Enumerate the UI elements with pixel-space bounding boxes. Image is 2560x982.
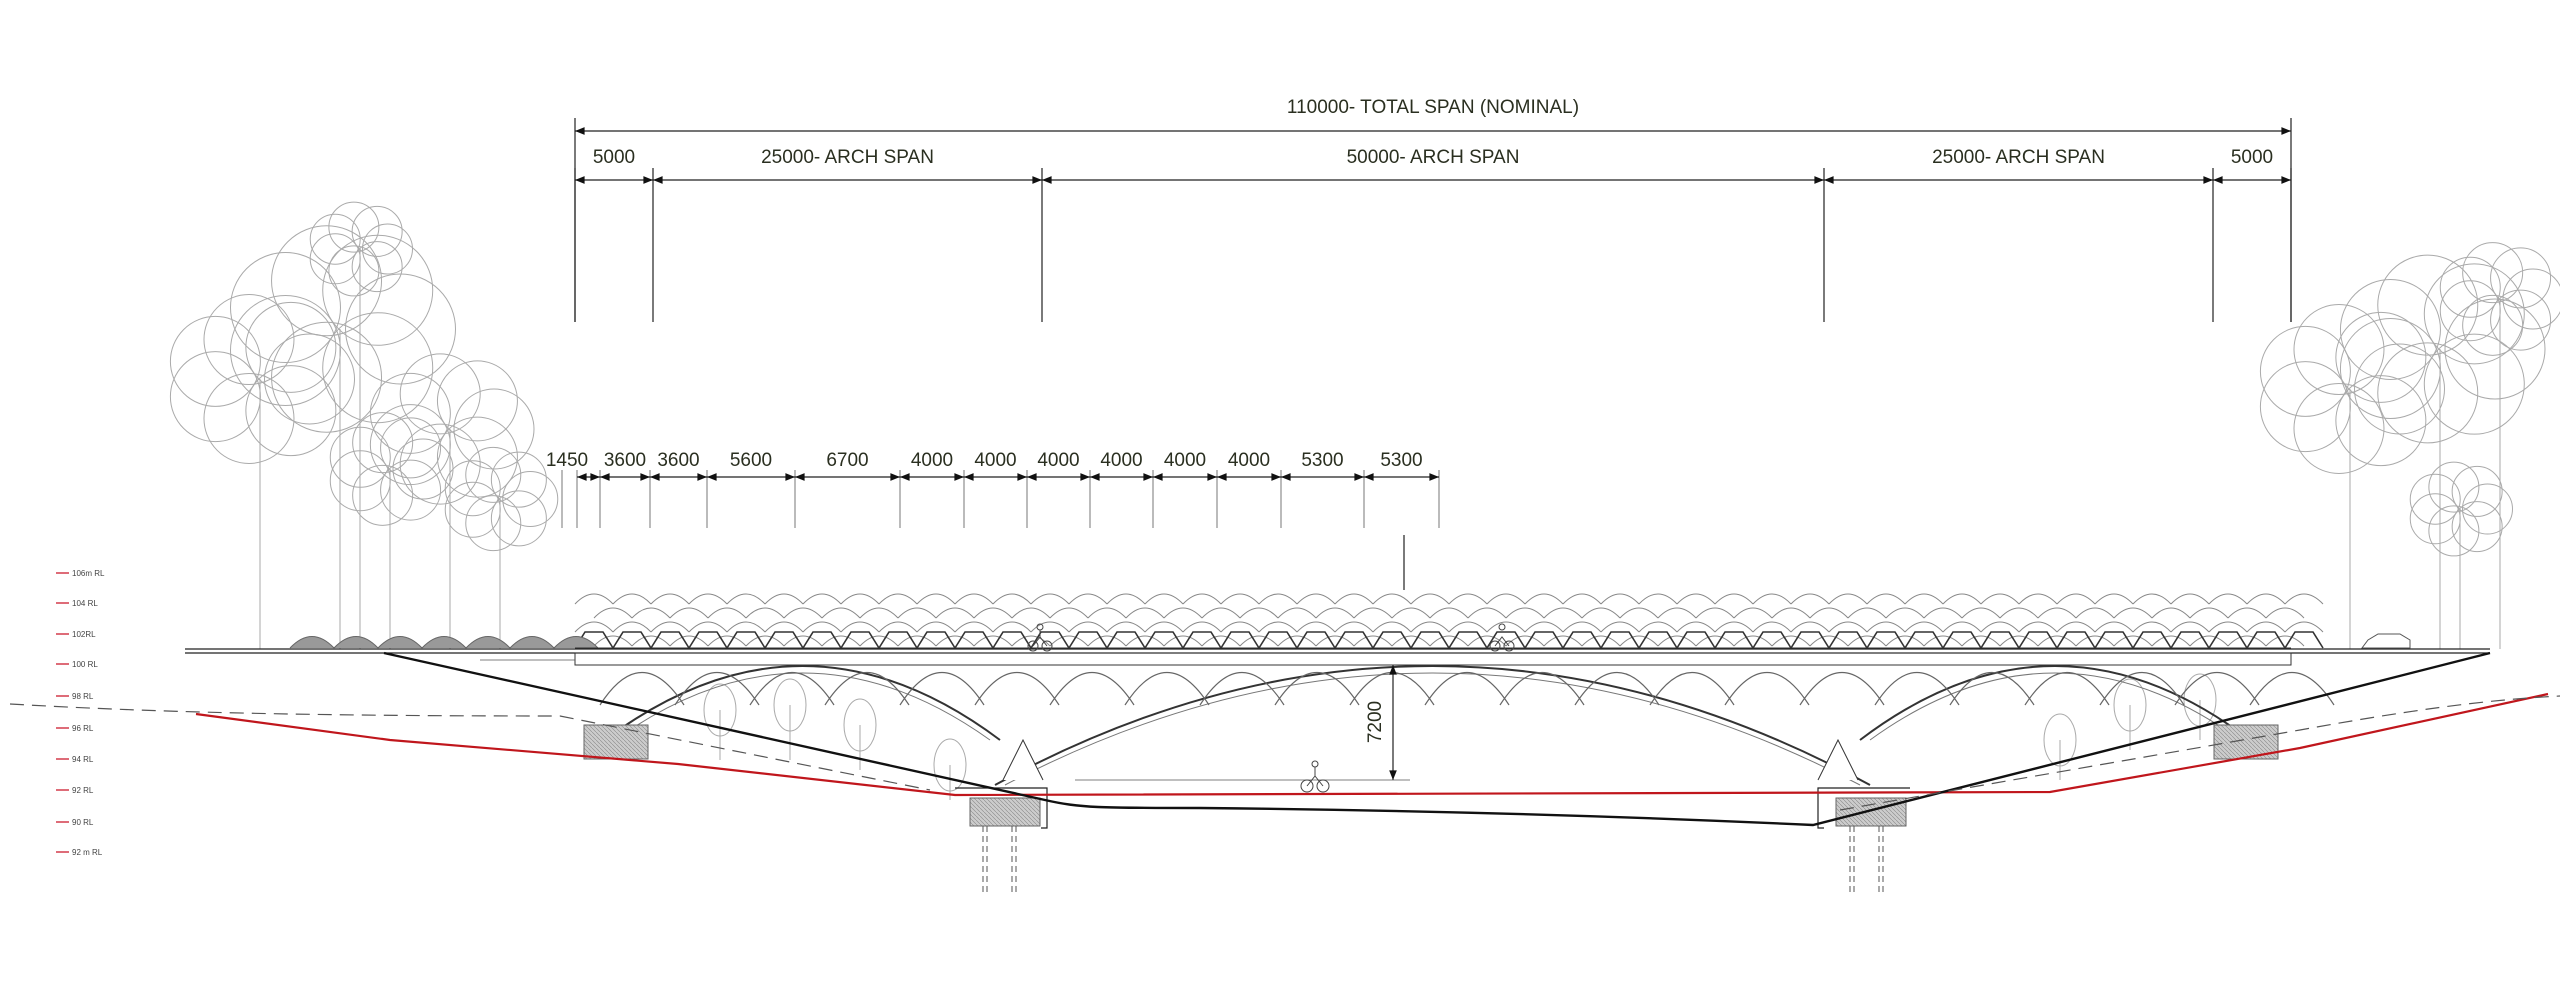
span-dimension-label: 25000- ARCH SPAN xyxy=(1932,147,2105,168)
level-label: 94 RL xyxy=(72,755,94,764)
module-dimension-label: 3600 xyxy=(604,450,646,471)
arch-scallop xyxy=(2174,671,2260,706)
module-dimension-label: 3600 xyxy=(657,450,699,471)
module-dimension-label: 6700 xyxy=(826,450,868,471)
level-label: 104 RL xyxy=(72,599,98,608)
level-label: 102RL xyxy=(72,630,96,639)
module-dimension-label: 4000 xyxy=(1164,450,1206,471)
foundations xyxy=(583,724,2279,893)
arch-scallop xyxy=(899,671,985,706)
scalloped-canopy xyxy=(289,593,2324,649)
tree xyxy=(329,412,454,526)
arch-scallop xyxy=(1724,671,1810,706)
tree xyxy=(2259,304,2445,474)
total-span-dimension: 110000- TOTAL SPAN (NOMINAL) xyxy=(574,97,2292,322)
module-dimension-label: 5300 xyxy=(1301,450,1343,471)
dashed-ground-line xyxy=(9,695,2560,811)
clearance-dimension: 7200 xyxy=(1075,535,1410,781)
arch-scallop xyxy=(1949,671,2035,706)
existing-ground-line xyxy=(383,651,2491,827)
arch-springing xyxy=(1817,738,1859,781)
tree xyxy=(169,294,355,464)
tree xyxy=(369,353,535,505)
level-label: 98 RL xyxy=(72,692,94,701)
arch-scallop xyxy=(1649,671,1735,706)
car-figure xyxy=(2361,633,2411,649)
total-span-label: 110000- TOTAL SPAN (NOMINAL) xyxy=(1287,97,1579,118)
tree xyxy=(309,201,413,297)
arch-springing xyxy=(1002,738,1044,781)
arch-scallop xyxy=(749,671,835,706)
arch-scallop xyxy=(1049,671,1135,706)
level-label: 92 RL xyxy=(72,786,94,795)
tree xyxy=(2409,461,2513,557)
arch-scallop xyxy=(1349,671,1435,706)
deck xyxy=(185,648,2490,666)
module-dimension-label: 1450 xyxy=(546,450,588,471)
module-dimension-label: 5300 xyxy=(1380,450,1422,471)
canopy-scallop-row xyxy=(593,635,2305,647)
arch-scallop xyxy=(674,671,760,706)
level-label: 100 RL xyxy=(72,660,98,669)
canopy-scallop-row xyxy=(574,593,2324,605)
level-label: 106m RL xyxy=(72,569,105,578)
module-dimension-label: 4000 xyxy=(1228,450,1270,471)
module-dimension-label: 4000 xyxy=(974,450,1016,471)
tree xyxy=(843,698,877,752)
arch-scallop xyxy=(2099,671,2185,706)
canopy-scallop-row xyxy=(574,621,2324,633)
span-dimension-label: 5000 xyxy=(2231,147,2273,168)
arch-scallop xyxy=(1874,671,1960,706)
level-markers: 106m RL 104 RL 102RL 100 RL 98 RL 96 RL 94 RL 9… xyxy=(56,569,105,857)
clearance-label: 7200 xyxy=(1365,701,1386,743)
arch-scallop xyxy=(1799,671,1885,706)
module-dimensions: 1450 3600 3600 5600 6700 4000 4000 4000 4000 4000… xyxy=(546,450,1440,528)
tree xyxy=(773,678,807,732)
tree xyxy=(2113,678,2147,732)
span-dimension-label: 50000- ARCH SPAN xyxy=(1347,147,1520,168)
arch-rib xyxy=(994,665,1871,786)
arch-scallop xyxy=(974,671,1060,706)
cyclist-figures xyxy=(1027,623,1515,793)
level-label: 96 RL xyxy=(72,724,94,733)
arch-scallop xyxy=(2249,671,2335,706)
arch-scallop xyxy=(824,671,910,706)
tree xyxy=(2339,254,2546,444)
module-dimension-label: 4000 xyxy=(1037,450,1079,471)
span-dimension-label: 5000 xyxy=(593,147,635,168)
level-label: 92 m RL xyxy=(72,848,103,857)
arch-scallop xyxy=(1499,671,1585,706)
tree xyxy=(703,683,737,737)
arch-scallop xyxy=(1274,671,1360,706)
module-dimension-label: 4000 xyxy=(911,450,953,471)
canopy-support-row xyxy=(574,631,2324,649)
tree xyxy=(2043,713,2077,767)
flood-level-line xyxy=(195,692,2549,797)
tree xyxy=(933,738,967,792)
module-dimension-label: 4000 xyxy=(1100,450,1142,471)
arch-rib xyxy=(1859,665,2251,741)
tree xyxy=(2439,242,2560,356)
tree xyxy=(444,446,559,552)
arch-scallop xyxy=(599,671,685,706)
timber-arches xyxy=(599,665,2335,786)
span-dimension-label: 25000- ARCH SPAN xyxy=(761,147,934,168)
tree xyxy=(229,225,456,433)
arch-scallop xyxy=(1199,671,1285,706)
canopy-scallop-row xyxy=(593,607,2305,619)
approach-canopy xyxy=(289,636,599,649)
level-label: 90 RL xyxy=(72,818,94,827)
arch-scallop xyxy=(1424,671,1510,706)
arch-rib xyxy=(604,665,1001,741)
module-dimension-label: 5600 xyxy=(730,450,772,471)
arch-scallop xyxy=(1124,671,1210,706)
arch-scallop xyxy=(1574,671,1660,706)
arch-scallop xyxy=(2024,671,2110,706)
arch-span-dimensions: 5000 25000- ARCH SPAN 50000- ARCH SPAN 2500… xyxy=(574,147,2292,322)
